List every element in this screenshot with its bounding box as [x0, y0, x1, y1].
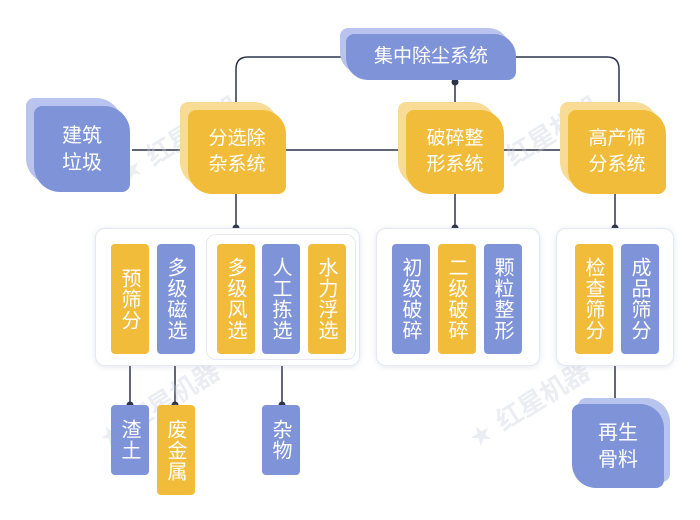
construction-waste-label: 建筑 垃圾 [62, 123, 102, 174]
process-label: 水力浮选 [315, 257, 339, 341]
process-label: 预筛分 [118, 267, 142, 331]
recycled-aggregate-node: 再生 骨料 [572, 404, 664, 488]
output-label: 废金属 [164, 418, 188, 482]
output-label: 杂物 [269, 419, 293, 461]
dust-collection-system: 集中除尘系统 [346, 34, 516, 80]
output-debris: 杂物 [262, 405, 300, 475]
process-label: 二级破碎 [445, 257, 469, 341]
process-magnetic-separation: 多级磁选 [157, 244, 195, 354]
connector-dust-to-screen [511, 56, 620, 110]
screening-system-node: 高产筛 分系统 [568, 110, 666, 194]
process-air-separation: 多级风选 [217, 244, 255, 354]
process-particle-shaping: 颗粒整形 [484, 244, 522, 354]
crushing-system-label: 破碎整 形系统 [426, 127, 484, 175]
process-pre-screening: 预筛分 [111, 244, 149, 354]
process-label: 初级破碎 [399, 257, 423, 341]
process-primary-crushing: 初级破碎 [392, 244, 430, 354]
process-label: 检查筛分 [582, 257, 606, 341]
process-secondary-crushing: 二级破碎 [438, 244, 476, 354]
process-product-screening: 成品筛分 [621, 244, 659, 354]
recycled-aggregate-label: 再生 骨料 [598, 420, 638, 471]
output-scrap-metal: 废金属 [157, 405, 195, 495]
sorting-system-node: 分选除 杂系统 [188, 110, 286, 194]
process-label: 颗粒整形 [491, 257, 515, 341]
output-slag: 渣土 [111, 405, 149, 475]
construction-waste-node: 建筑 垃圾 [34, 106, 130, 192]
output-label: 渣土 [118, 419, 142, 461]
process-check-screening: 检查筛分 [575, 244, 613, 354]
dust-collection-system-label: 集中除尘系统 [373, 45, 488, 68]
crushing-system-node: 破碎整 形系统 [406, 110, 504, 194]
process-label: 多级风选 [224, 257, 248, 341]
process-label: 人工拣选 [269, 257, 293, 341]
process-flotation: 水力浮选 [308, 244, 346, 354]
process-label: 多级磁选 [164, 257, 188, 341]
sorting-system-label: 分选除 杂系统 [208, 127, 266, 175]
screening-system-label: 高产筛 分系统 [588, 127, 646, 175]
process-manual-picking: 人工拣选 [262, 244, 300, 354]
process-label: 成品筛分 [628, 257, 652, 341]
connector-dust-to-sort [235, 56, 346, 110]
